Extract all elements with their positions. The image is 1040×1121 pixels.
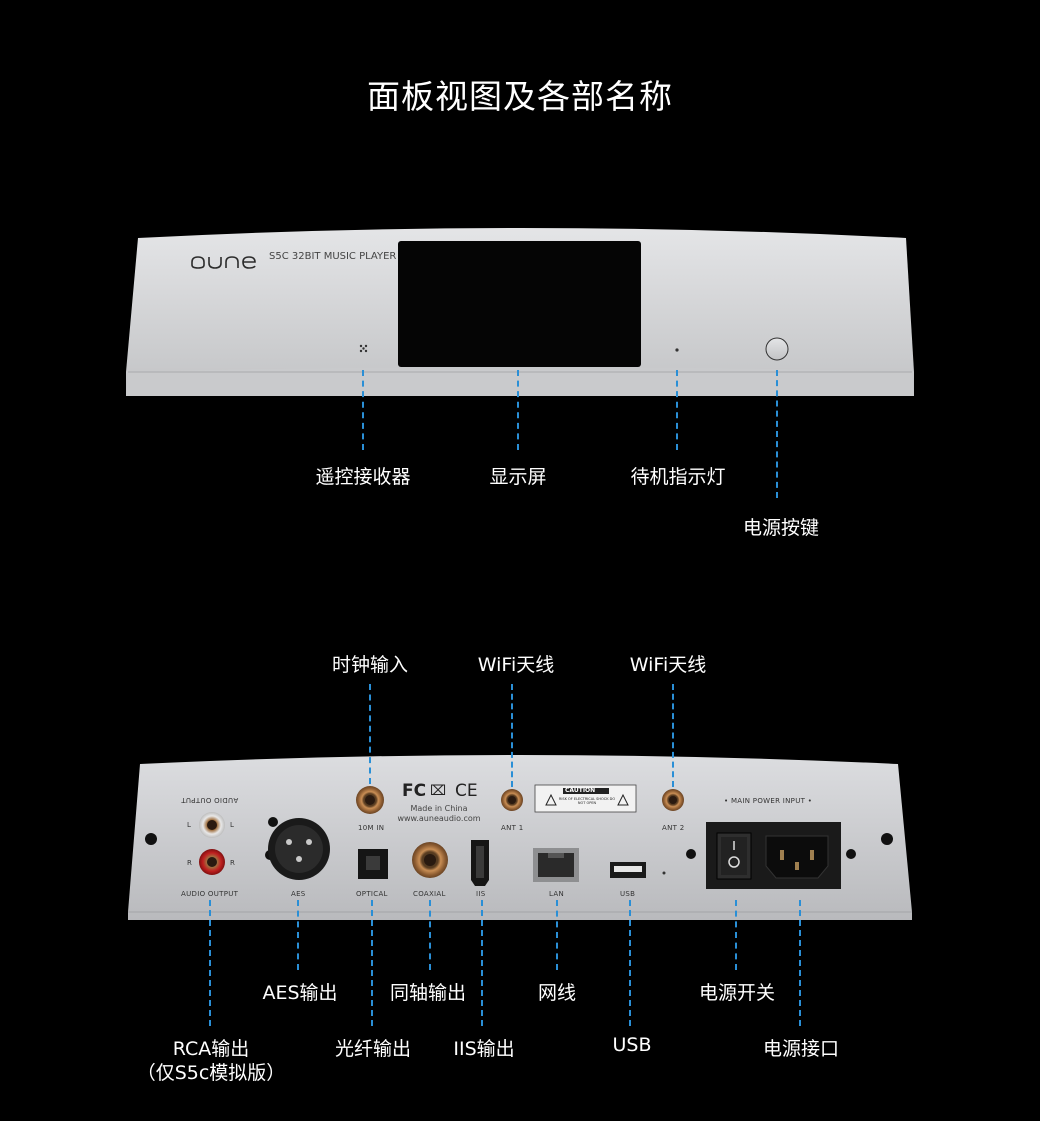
usb-text: USB (620, 890, 636, 898)
leader-iis (481, 900, 483, 1026)
label-rca-note: （仅S5c模拟版） (136, 1062, 286, 1084)
page-title: 面板视图及各部名称 (367, 77, 673, 116)
optical-text: OPTICAL (356, 890, 388, 898)
coaxial-text: COAXIAL (413, 890, 446, 898)
weee-icon: ⌧ (430, 783, 447, 799)
ant2-text: ANT 2 (662, 824, 685, 832)
iis-text: IIS (476, 890, 486, 898)
made-in-text: Made in China (410, 804, 468, 813)
label-optical-out: 光纤输出 (334, 1038, 412, 1060)
leader-remote (362, 370, 364, 450)
leader-power-inlet (799, 900, 801, 1026)
label-lan: 网线 (537, 982, 577, 1004)
screws (145, 817, 893, 860)
leader-wifi-2 (672, 684, 674, 787)
r-text: R (187, 859, 193, 867)
l-text: L (187, 821, 192, 829)
label-aes-out: AES输出 (262, 982, 338, 1004)
model-text: S5C 32BIT MUSIC PLAYER (269, 251, 397, 262)
leader-power-button (776, 370, 778, 498)
leader-aes (297, 900, 299, 970)
label-rca-out: RCA输出 (172, 1038, 250, 1060)
leader-clock-in (369, 684, 371, 784)
leader-power-switch (735, 900, 737, 970)
standby-led (675, 348, 679, 352)
leader-display (517, 370, 519, 450)
audio-output-text: AUDIO OUTPUT (181, 890, 239, 898)
aes-text: AES (291, 890, 306, 898)
r-text-2: R (230, 859, 236, 867)
ir-receiver (359, 344, 368, 353)
l-text-2: L (230, 821, 235, 829)
label-remote-receiver: 遥控接收器 (315, 466, 411, 488)
leader-lan (556, 900, 558, 970)
aune-logo (191, 256, 256, 269)
label-wifi-2: WiFi天线 (629, 654, 707, 676)
leader-standby (676, 370, 678, 450)
label-coax-out: 同轴输出 (389, 982, 467, 1004)
iec-inlet (765, 835, 829, 879)
display-screen (398, 241, 641, 367)
audio-output-top-text: AUDIO OUTPUT (181, 796, 239, 804)
leader-rca (209, 900, 211, 1026)
ant1-text: ANT 1 (501, 824, 524, 832)
power-button (765, 337, 789, 361)
label-power-switch: 电源开关 (698, 982, 776, 1004)
leader-coaxial (429, 900, 431, 970)
caution-text: CAUTION (565, 787, 596, 794)
label-display: 显示屏 (489, 466, 547, 488)
label-standby-led: 待机指示灯 (630, 466, 726, 488)
tenm-in-text: 10M IN (358, 824, 385, 832)
label-power-inlet: 电源接口 (762, 1038, 840, 1060)
leader-optical (371, 900, 373, 1026)
leader-usb (629, 900, 631, 1026)
label-power-button: 电源按键 (742, 517, 820, 539)
label-iis-out: IIS输出 (453, 1038, 515, 1060)
fcc-mark: FC (402, 781, 427, 801)
caution-sub-text: RISK OF ELECTRICAL SHOCK DO NOT OPEN (558, 797, 616, 805)
ce-mark: CE (455, 781, 478, 801)
lan-text: LAN (549, 890, 564, 898)
main-power-text: • MAIN POWER INPUT • (724, 797, 813, 805)
label-clock-in: 时钟输入 (331, 654, 409, 676)
label-usb: USB (612, 1034, 652, 1056)
label-wifi-1: WiFi天线 (477, 654, 555, 676)
website-text: www.auneaudio.com (397, 814, 481, 823)
leader-wifi-1 (511, 684, 513, 787)
